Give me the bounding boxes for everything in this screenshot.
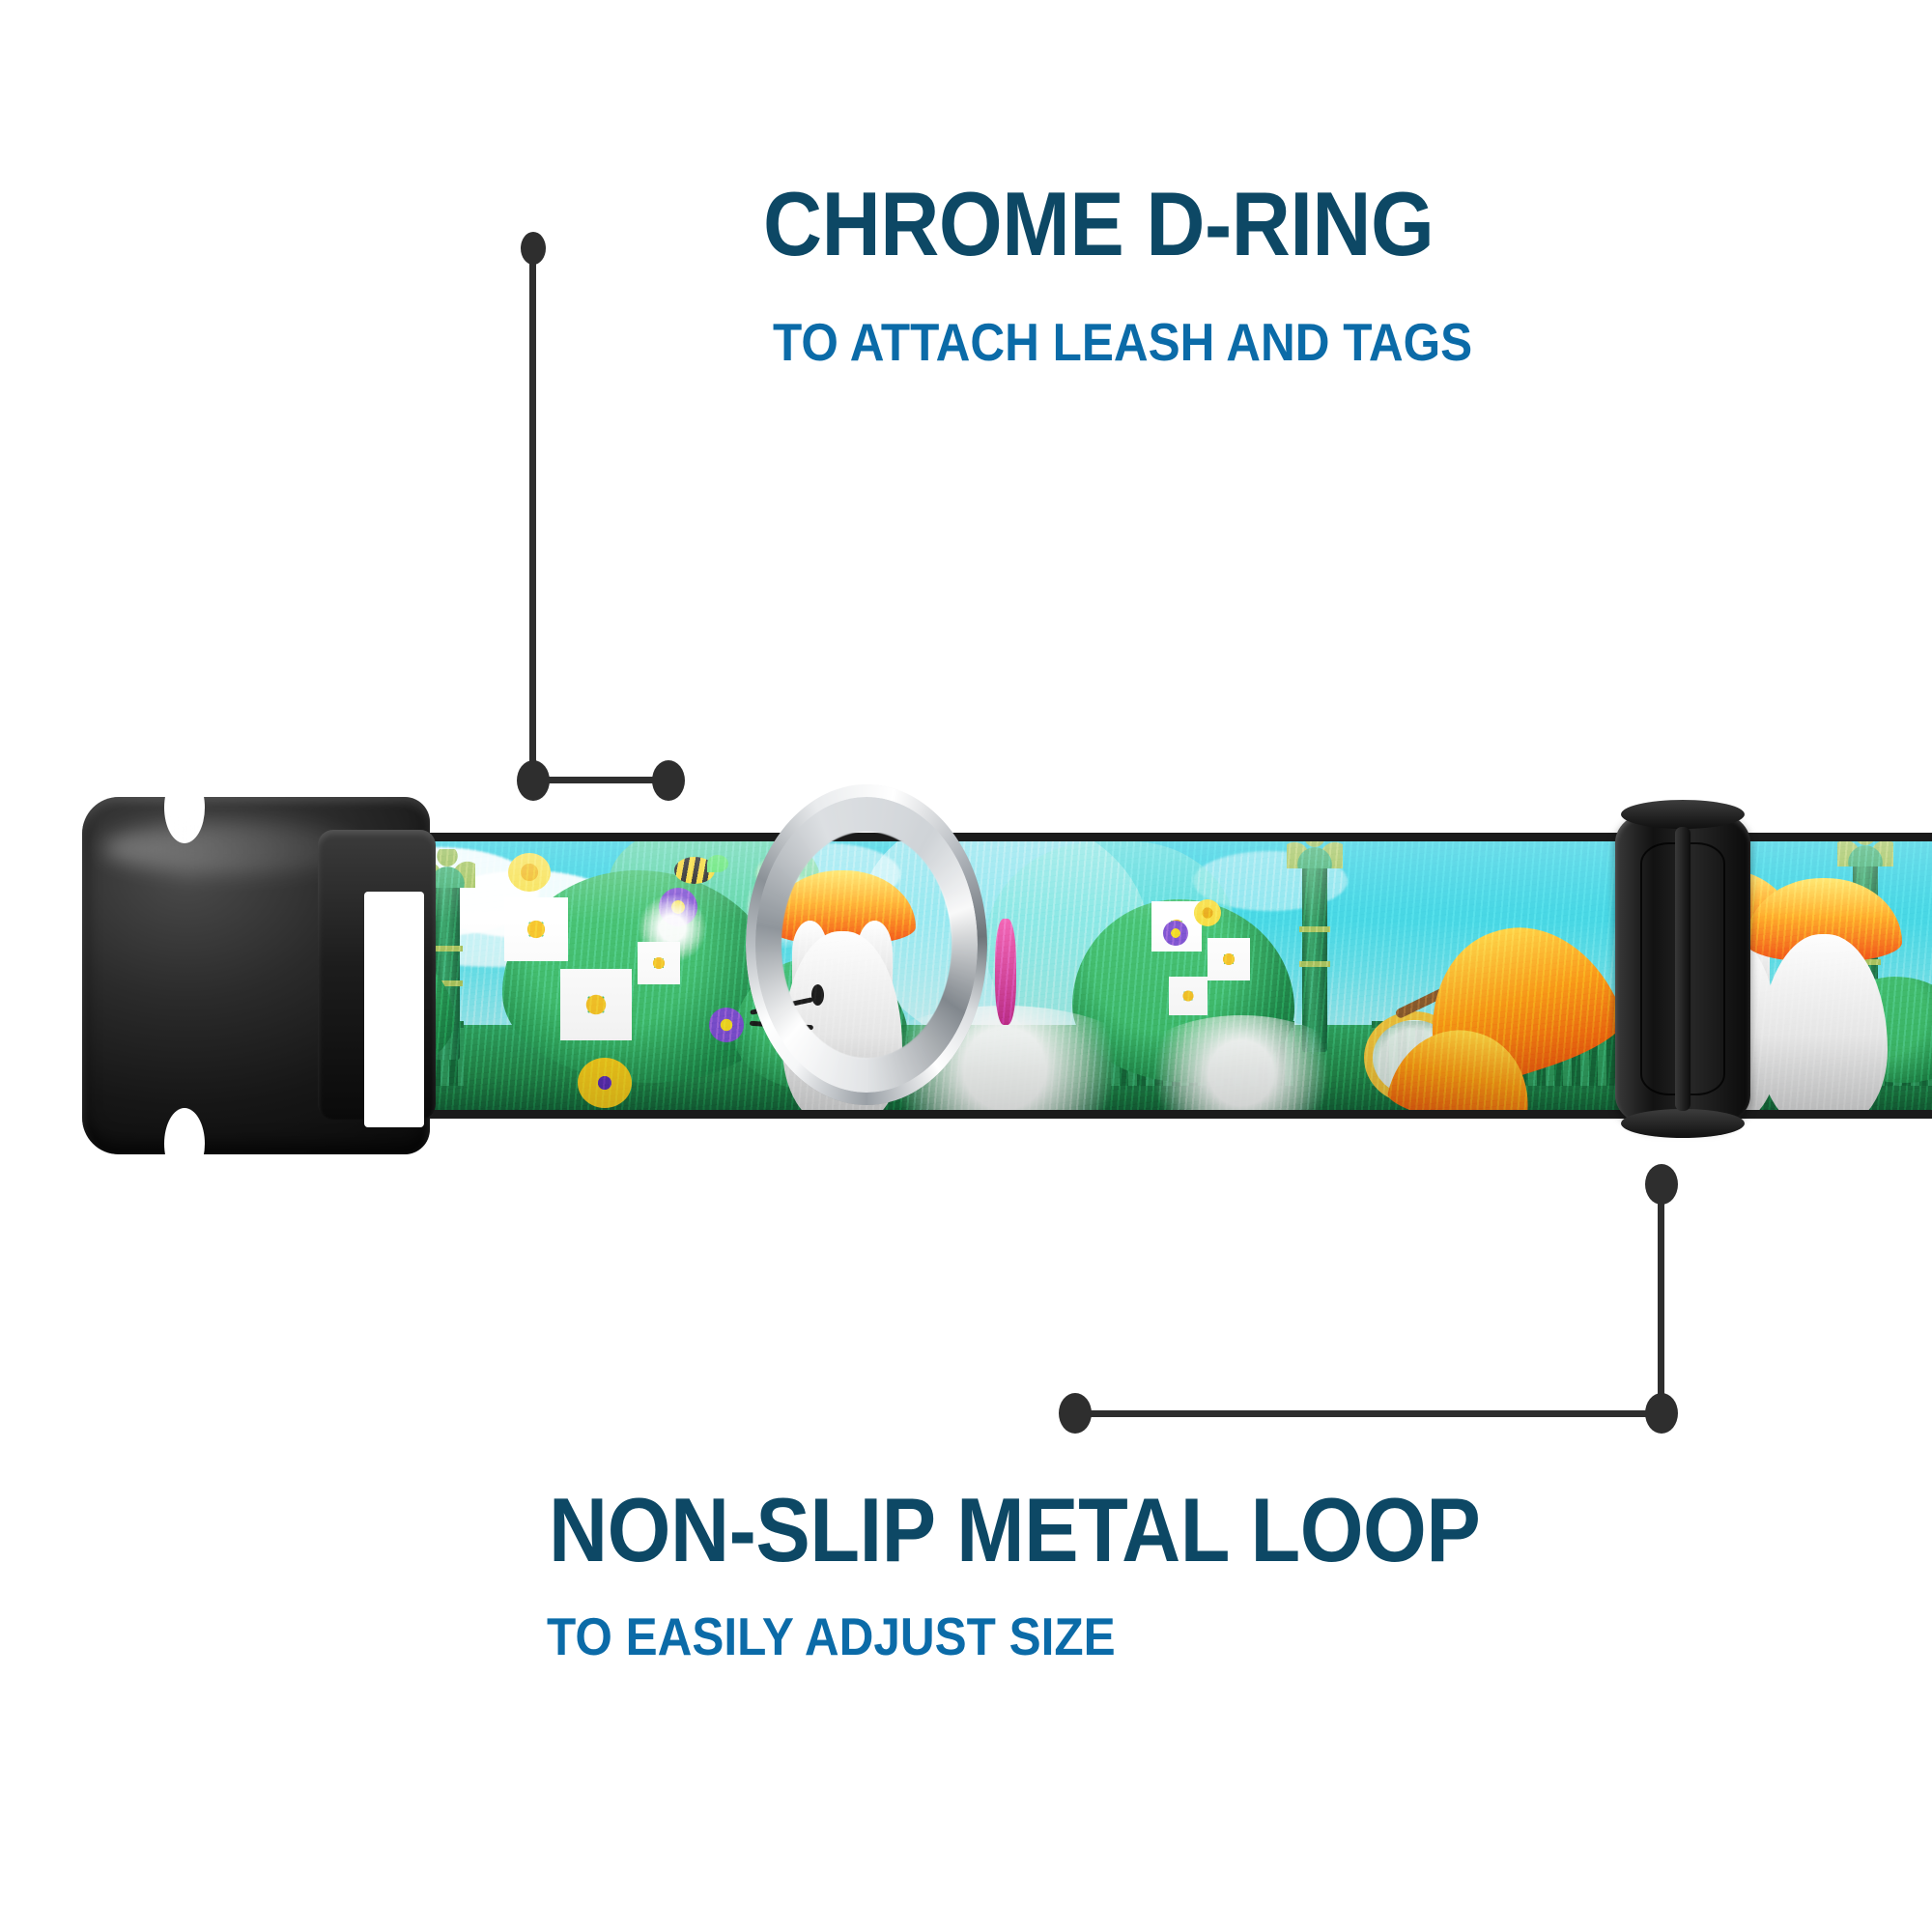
callout-bottom-anchor-dot <box>1059 1393 1092 1434</box>
chrome-d-ring[interactable] <box>746 784 987 1105</box>
pattern-cat-body <box>1760 934 1888 1110</box>
pattern-daisy <box>560 969 632 1040</box>
buckle-webbing-slot <box>364 892 424 1127</box>
pattern-dandelion-puff <box>638 894 707 963</box>
pattern-flower-yellow <box>578 1058 632 1108</box>
slide-loop-center-bar <box>1675 827 1690 1111</box>
pattern-flower-yellow <box>508 853 551 892</box>
callout-top-horizontal-line <box>541 777 676 783</box>
pattern-daisy <box>504 897 568 961</box>
callout-bottom-vertical-line <box>1658 1191 1664 1415</box>
pattern-daisy <box>1208 938 1250 980</box>
pattern-cat-character <box>1746 878 1902 1110</box>
pattern-bee <box>674 855 728 884</box>
pattern-flower-cluster <box>1130 1015 1352 1110</box>
pattern-daisy <box>1169 977 1208 1015</box>
buckle-release-arm-top <box>164 772 205 843</box>
pattern-flower-purple <box>709 1008 744 1042</box>
callout-top-target-dot <box>652 760 685 801</box>
pattern-flower-purple <box>1163 921 1188 946</box>
metal-slide-loop[interactable] <box>1615 800 1750 1138</box>
callout-bottom-horizontal-line <box>1080 1410 1660 1417</box>
callout-chrome-d-ring-subtitle: TO ATTACH LEASH AND TAGS <box>773 312 1473 372</box>
callout-metal-loop-subtitle: TO EASILY ADJUST SIZE <box>547 1606 1116 1666</box>
pattern-lamp-post <box>419 849 475 1060</box>
callout-metal-loop-title: NON-SLIP METAL LOOP <box>549 1479 1481 1580</box>
side-release-buckle[interactable] <box>82 772 436 1179</box>
buckle-release-arm-bottom <box>164 1108 205 1179</box>
pattern-flower-pink <box>995 919 1016 1025</box>
pattern-flower-yellow <box>1194 899 1221 926</box>
callout-chrome-d-ring-title: CHROME D-RING <box>763 173 1435 274</box>
buckle-webbing-frame <box>318 830 436 1127</box>
callout-top-vertical-line <box>529 253 536 781</box>
d-ring-inner-band <box>755 797 978 1093</box>
pattern-lamp-post <box>1287 841 1343 1052</box>
